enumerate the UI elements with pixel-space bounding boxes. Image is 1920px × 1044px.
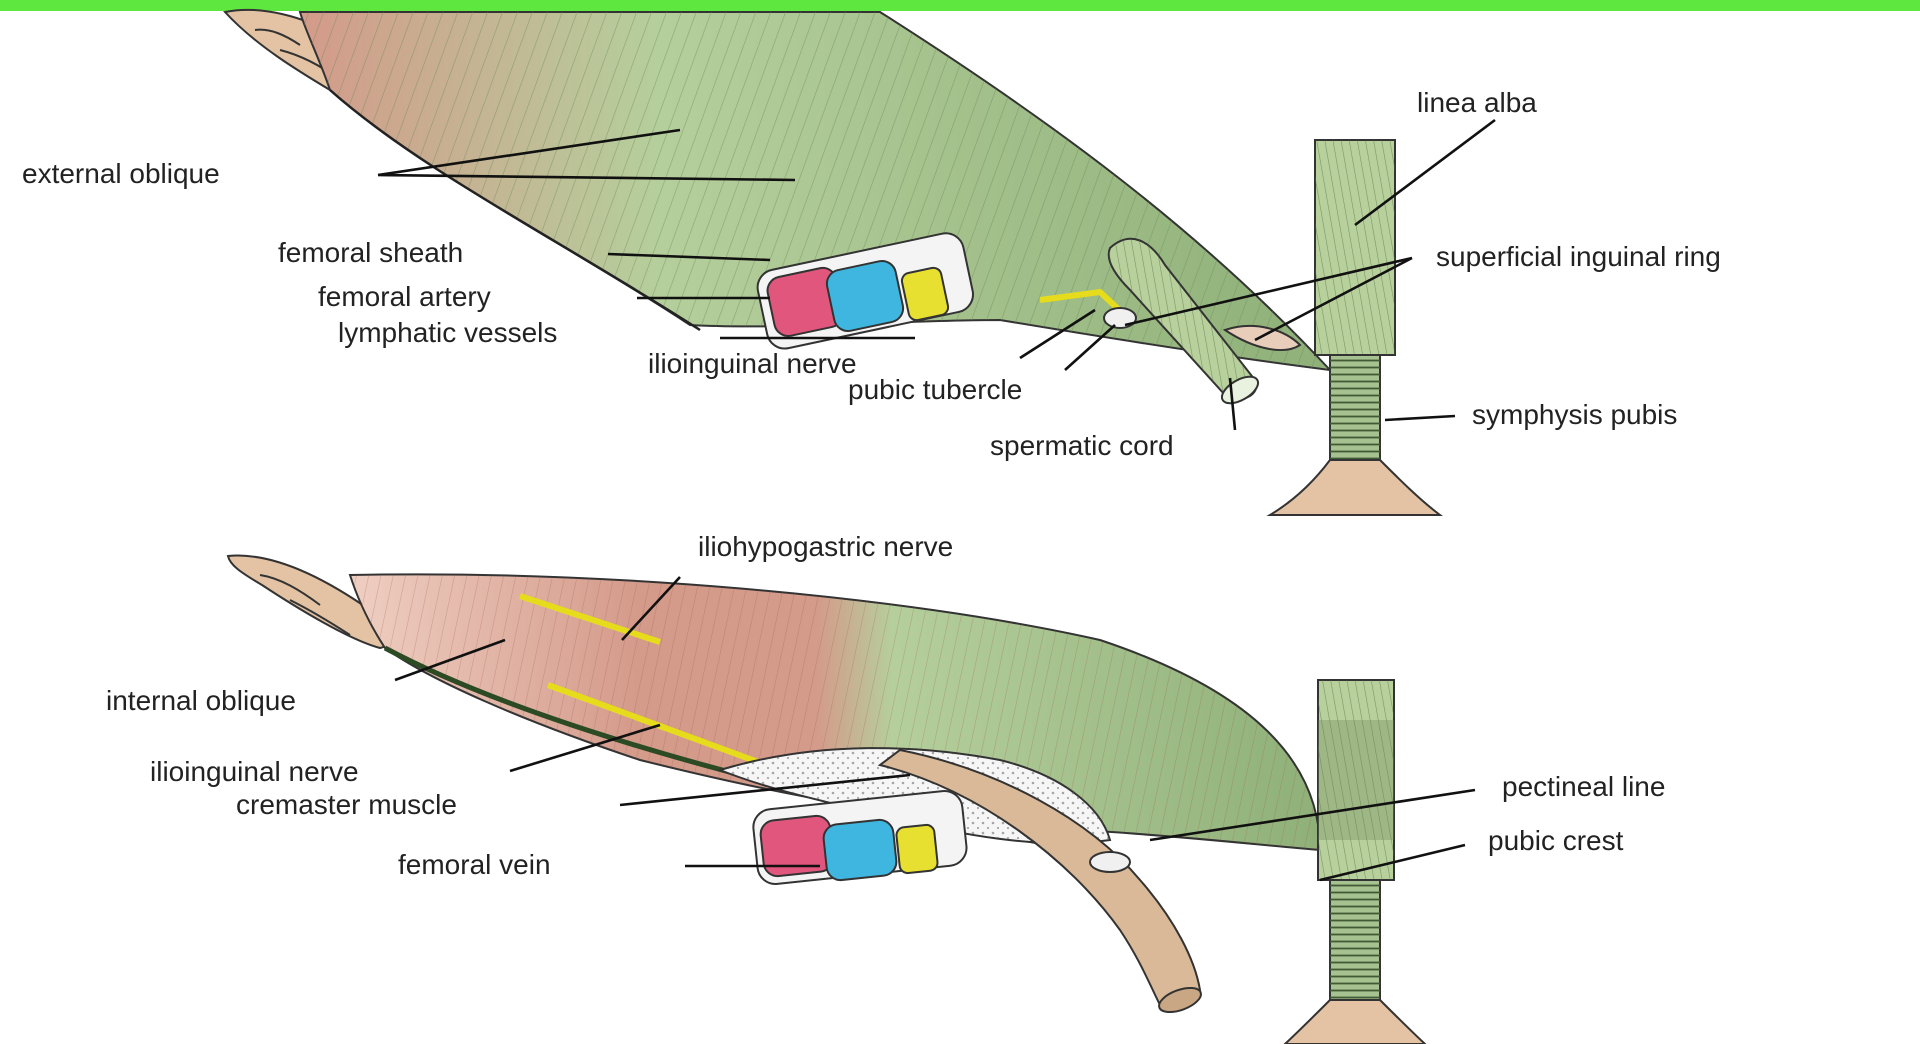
label-spermatic-cord: spermatic cord — [990, 430, 1174, 461]
label-lymphatic-vessels: lymphatic vessels — [338, 317, 557, 348]
label-superficial-inguinal-ring: superficial inguinal ring — [1436, 241, 1721, 272]
lymphatics-lower — [896, 824, 939, 874]
label-pectineal-line: pectineal line — [1502, 771, 1665, 802]
femoral-vein-vessel — [822, 818, 897, 881]
label-linea-alba: linea alba — [1417, 87, 1537, 118]
femoral-vessels-lower — [752, 789, 969, 886]
label-femoral-artery: femoral artery — [318, 281, 491, 312]
label-external-oblique: external oblique — [22, 158, 220, 189]
pubic-tubercle-shape — [1104, 308, 1136, 328]
pubic-bone-upper — [1270, 460, 1440, 515]
lower-panel: iliohypogastric nerve internal oblique i… — [106, 531, 1665, 1044]
label-cremaster-muscle: cremaster muscle — [236, 789, 457, 820]
label-internal-oblique: internal oblique — [106, 685, 296, 716]
label-pubic-crest: pubic crest — [1488, 825, 1624, 856]
label-femoral-vein: femoral vein — [398, 849, 551, 880]
label-pubic-tubercle: pubic tubercle — [848, 374, 1022, 405]
pubic-bone-lower — [1285, 1000, 1425, 1044]
label-femoral-sheath: femoral sheath — [278, 237, 463, 268]
label-iliohypogastric-nerve: iliohypogastric nerve — [698, 531, 953, 562]
label-ilioinguinal-nerve-upper: ilioinguinal nerve — [648, 348, 857, 379]
lymphatic-vessels-shape — [900, 266, 949, 321]
femoral-vein-vessel-upper — [824, 258, 905, 333]
label-ilioinguinal-nerve-lower: ilioinguinal nerve — [150, 756, 359, 787]
upper-panel: linea alba external oblique superficial … — [22, 10, 1721, 515]
label-symphysis-pubis: symphysis pubis — [1472, 399, 1677, 430]
